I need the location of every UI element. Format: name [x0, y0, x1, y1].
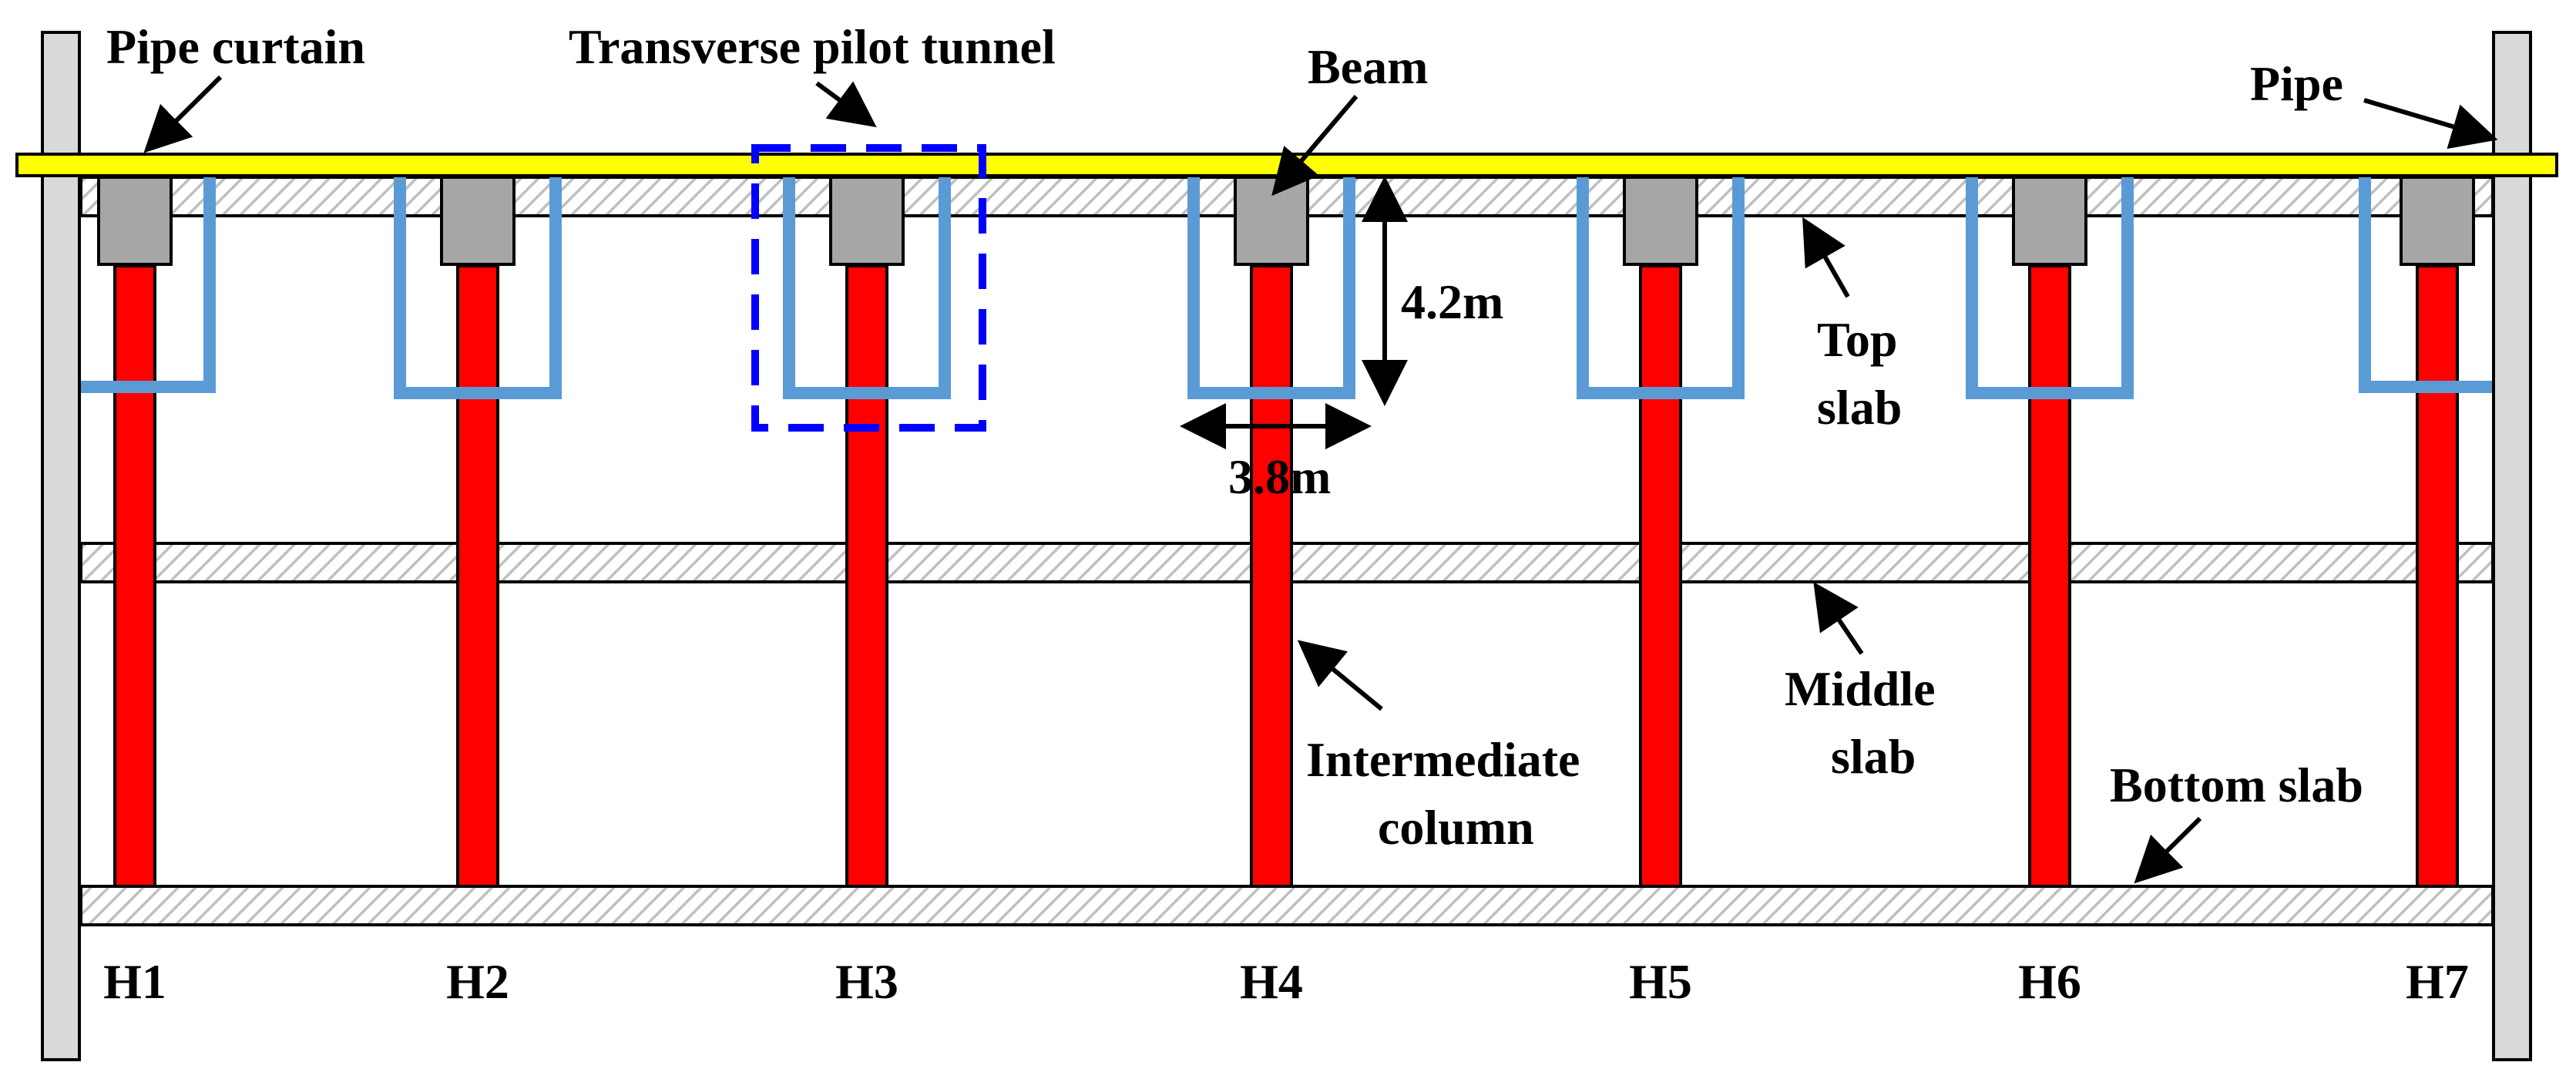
bottom-slab — [79, 885, 2494, 926]
height-dimension-label: 4.2m — [1401, 274, 1503, 329]
column-label-h7: H7 — [2406, 954, 2469, 1009]
column-labels: H1 H2 H3 H4 H5 H6 H7 — [103, 954, 2469, 1009]
pipe-curtain-label: Pipe curtain — [106, 19, 365, 74]
intermediate-column-h1 — [113, 264, 156, 888]
column-label-h5: H5 — [1629, 954, 1692, 1009]
intermediate-column-label-line2: column — [1378, 800, 1534, 855]
pilot-tunnel-h5 — [1577, 174, 1745, 399]
bottom-slab-label: Bottom slab — [2110, 758, 2363, 812]
beam-h7 — [2400, 176, 2475, 266]
pipe-curtain-arrow — [143, 75, 223, 153]
pipe-curtain-bar — [15, 153, 2558, 177]
beam-h3 — [829, 176, 905, 266]
intermediate-column-h5 — [1639, 264, 1682, 888]
beam-h1 — [97, 176, 173, 266]
column-label-h6: H6 — [2018, 954, 2081, 1009]
pipe-label: Pipe — [2250, 56, 2343, 111]
column-label-h4: H4 — [1240, 954, 1303, 1009]
pilot-tunnel-h1 — [81, 174, 216, 393]
intermediate-column-arrow — [1297, 640, 1383, 711]
width-dimension-label: 3.8m — [1228, 449, 1331, 504]
pilot-tunnel-h6 — [1966, 174, 2134, 399]
top-slab-label-line1: Top — [1817, 312, 1897, 367]
intermediate-column-h3 — [845, 264, 888, 888]
pilot-tunnel-h3 — [783, 174, 951, 399]
intermediate-column-h7 — [2416, 264, 2459, 888]
beam-arrow — [1271, 95, 1359, 197]
column-label-h1: H1 — [103, 954, 166, 1009]
intermediate-column-h4 — [1250, 264, 1293, 888]
beam-h5 — [1623, 176, 1698, 266]
beam-label: Beam — [1308, 39, 1428, 94]
middle-slab-arrow — [1813, 582, 1864, 655]
beam-h6 — [2012, 176, 2087, 266]
middle-slab-label-line1: Middle — [1785, 661, 1936, 716]
top-slab-arrow — [1802, 217, 1850, 298]
pilot-tunnel-h2 — [394, 174, 562, 399]
pilot-tunnel-h7 — [2359, 174, 2494, 393]
intermediate-column-h2 — [456, 264, 499, 888]
pilot-tunnel-arrow — [815, 81, 877, 128]
intermediate-column-label-line1: Intermediate — [1306, 732, 1580, 787]
column-label-h2: H2 — [446, 954, 509, 1009]
right-wall — [2492, 31, 2532, 1061]
pipe-arrow — [2363, 98, 2498, 150]
pilot-tunnel-highlight-box — [751, 144, 986, 432]
beam-h2 — [440, 176, 516, 266]
intermediate-column-h6 — [2028, 264, 2071, 888]
beam-h4 — [1234, 176, 1309, 266]
transverse-pilot-tunnels — [81, 174, 2494, 399]
bottom-slab-arrow — [2134, 816, 2202, 884]
left-wall — [41, 31, 81, 1061]
top-slab-label-line2: slab — [1817, 380, 1902, 435]
transverse-pilot-tunnel-label: Transverse pilot tunnel — [569, 19, 1056, 74]
middle-slab-label-line2: slab — [1831, 729, 1916, 784]
column-label-h3: H3 — [835, 954, 898, 1009]
pilot-tunnel-h4 — [1187, 174, 1355, 399]
